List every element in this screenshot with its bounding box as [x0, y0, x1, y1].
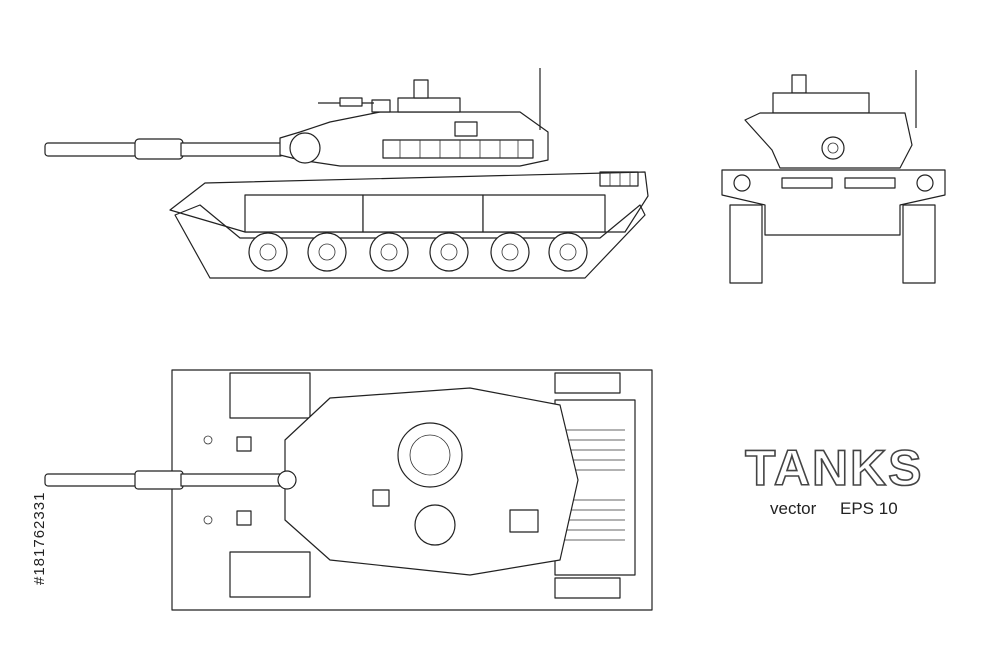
front-headlight-left: [733, 174, 751, 192]
front-turret-top: [772, 92, 870, 114]
top-view: [44, 369, 653, 611]
front-view: [721, 70, 946, 284]
top-hull-hatches: [203, 435, 252, 526]
side-commander-cupola: [318, 79, 461, 113]
title-tanks: TANKS: [745, 440, 924, 496]
front-tracks: [729, 204, 936, 284]
top-commander-hatch: [397, 422, 463, 488]
top-gun-barrel: [44, 470, 297, 490]
side-turret-panel: [454, 121, 478, 137]
front-hull: [721, 169, 946, 236]
side-mantlet: [289, 132, 321, 164]
side-view: [44, 68, 649, 279]
side-track: [174, 204, 646, 279]
top-engine-grille: [565, 429, 625, 541]
front-gun-muzzle: [821, 136, 845, 160]
side-turret-storage-racks: [382, 139, 534, 159]
front-cupola: [791, 74, 807, 94]
side-road-wheels: [248, 232, 588, 272]
top-loader-hatch: [414, 504, 456, 546]
side-skirt-panels: [244, 194, 606, 233]
subtitle-vector: vector: [770, 499, 817, 518]
side-gun-barrel: [44, 138, 282, 160]
watermark-id: #181762331: [31, 492, 48, 585]
side-hull-vent: [599, 171, 639, 187]
subtitle-eps: EPS 10: [840, 499, 898, 518]
front-headlight-right: [916, 174, 934, 192]
